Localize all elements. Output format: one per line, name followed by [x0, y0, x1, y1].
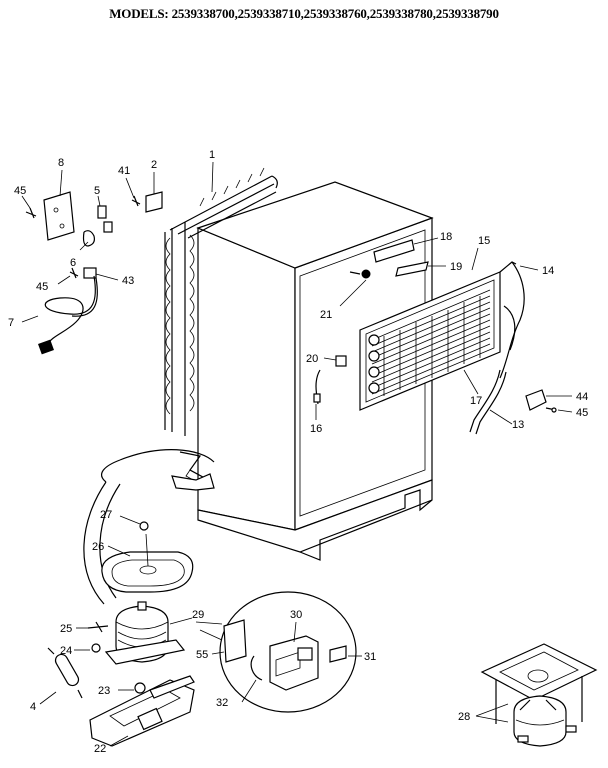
part-13-drain-tube: [469, 369, 513, 435]
callout-31: 31: [364, 651, 376, 663]
callout-43: 43: [122, 275, 134, 287]
callout-6: 6: [70, 257, 76, 269]
part-15-condenser: [359, 247, 517, 411]
callout-24: 24: [60, 645, 72, 657]
part-44-bracket: [525, 389, 572, 411]
part-23-grommet: [118, 682, 146, 694]
callout-27: 27: [100, 509, 112, 521]
callout-21: 21: [320, 309, 332, 321]
callout-32: 32: [216, 697, 228, 709]
part-8-bracket: [43, 169, 75, 241]
callout-5: 5: [94, 185, 100, 197]
part-41-screw: [125, 177, 141, 207]
callout-2: 2: [151, 159, 157, 171]
part-29-compressor: [104, 601, 193, 665]
callout-19: 19: [450, 261, 462, 273]
part-21-screw: [339, 269, 371, 307]
part-19-clip: [395, 261, 446, 277]
callout-17: 17: [470, 395, 482, 407]
part-4-dryer: [39, 647, 83, 705]
part-45-screw-a: [21, 195, 37, 219]
callout-4: 4: [30, 701, 36, 713]
part-27-grommet: [119, 515, 149, 531]
leader-1: [211, 161, 214, 193]
callout-1: 1: [209, 149, 215, 161]
callout-28: 28: [458, 711, 470, 723]
callout-25: 25: [60, 623, 72, 635]
callout-23: 23: [98, 685, 110, 697]
models-header: MODELS: 2539338700,2539338710,2539338760…: [0, 6, 608, 22]
models-label: MODELS:: [109, 6, 169, 21]
part-28-compressor-assembly: [475, 643, 598, 747]
callout-41: 41: [118, 165, 130, 177]
part-7-power-cord: [21, 275, 98, 355]
part-45-screw-b: [57, 267, 79, 285]
callout-labels: 1 2 41 8 45 5 6 43 45 7 18 15 19 14 21 2…: [8, 149, 588, 755]
callout-30: 30: [290, 609, 302, 621]
part-5-part-6-components: [79, 195, 113, 251]
callout-16: 16: [310, 423, 322, 435]
callout-45-right: 45: [576, 407, 588, 419]
part-26-drain-pan: [101, 533, 194, 593]
callout-44: 44: [576, 391, 588, 403]
part-55-overload: [211, 619, 247, 663]
callout-26: 26: [92, 541, 104, 553]
callout-15: 15: [478, 235, 490, 247]
callout-45-mid: 45: [36, 281, 48, 293]
callout-7: 7: [8, 317, 14, 329]
callout-22: 22: [94, 743, 106, 755]
detail-inset: [195, 591, 362, 713]
part-24-washer: [74, 643, 101, 653]
hose-arrow: [171, 473, 215, 491]
callout-20: 20: [306, 353, 318, 365]
models-list: 2539338700,2539338710,2539338760,2539338…: [171, 6, 499, 21]
leader-17: [463, 369, 479, 395]
part-45-screw-c: [545, 407, 573, 413]
part-20-clip: [323, 355, 347, 367]
part-32-wire: [241, 655, 263, 703]
part-14-tube: [499, 261, 539, 379]
callout-14: 14: [542, 265, 554, 277]
callout-55: 55: [196, 649, 208, 661]
part-18-drain-trough: [373, 237, 439, 263]
callout-18: 18: [440, 231, 452, 243]
part-16-hose: [313, 369, 321, 420]
part-30-relay: [269, 621, 319, 691]
part-22-base-bracket: [89, 675, 195, 747]
callout-29: 29: [192, 609, 204, 621]
callout-8: 8: [58, 157, 64, 169]
part-43-clip: [83, 267, 119, 281]
part-31-clip: [329, 645, 362, 663]
part-25-tube: [76, 621, 109, 633]
callout-13: 13: [512, 419, 524, 431]
part-2-bracket: [145, 172, 163, 213]
callout-45-top: 45: [14, 185, 26, 197]
